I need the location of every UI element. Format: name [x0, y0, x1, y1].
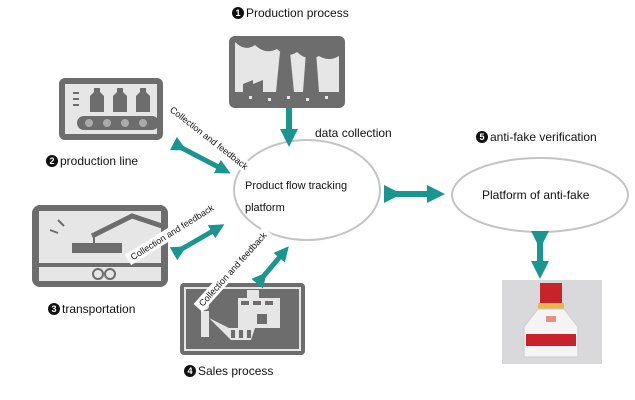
step-transportation: 3 transportation	[48, 302, 135, 316]
step-label: production line	[60, 154, 139, 168]
sales-icon	[180, 283, 305, 355]
step-label: Sales process	[198, 364, 274, 378]
product-flow-platform-label: Product flow tracking platform	[245, 175, 347, 219]
factory-icon	[229, 36, 345, 108]
data-collection-label: data collection	[315, 126, 392, 140]
step-number-badge: 1	[232, 7, 244, 19]
step-production-line: 2 production line	[46, 154, 138, 168]
step-label: transportation	[62, 302, 136, 316]
step-label: anti-fake verification	[490, 130, 597, 144]
step-number-badge: 2	[46, 155, 58, 167]
production-line-arrow	[169, 136, 231, 174]
product-flow-platform-ellipse[interactable]	[233, 139, 381, 241]
step-number-badge: 3	[48, 303, 60, 315]
step-antifake-verification: 5 anti-fake verification	[476, 130, 597, 144]
step-label: Production process	[246, 6, 349, 20]
platform-label-line2: platform	[245, 202, 285, 214]
sales-arrow	[251, 246, 289, 289]
antifake-platform-label: Platform of anti-fake	[482, 188, 590, 202]
production-line-icon	[59, 78, 163, 140]
transportation-arrow	[169, 224, 225, 261]
platform-label-line1: Product flow tracking	[245, 180, 348, 192]
step-number-badge: 5	[476, 131, 488, 143]
step-sales-process: 4 Sales process	[184, 364, 273, 378]
step-production-process: 1 Production process	[232, 6, 349, 20]
liquor-bottle-image	[502, 280, 602, 364]
step-number-badge: 4	[184, 365, 196, 377]
